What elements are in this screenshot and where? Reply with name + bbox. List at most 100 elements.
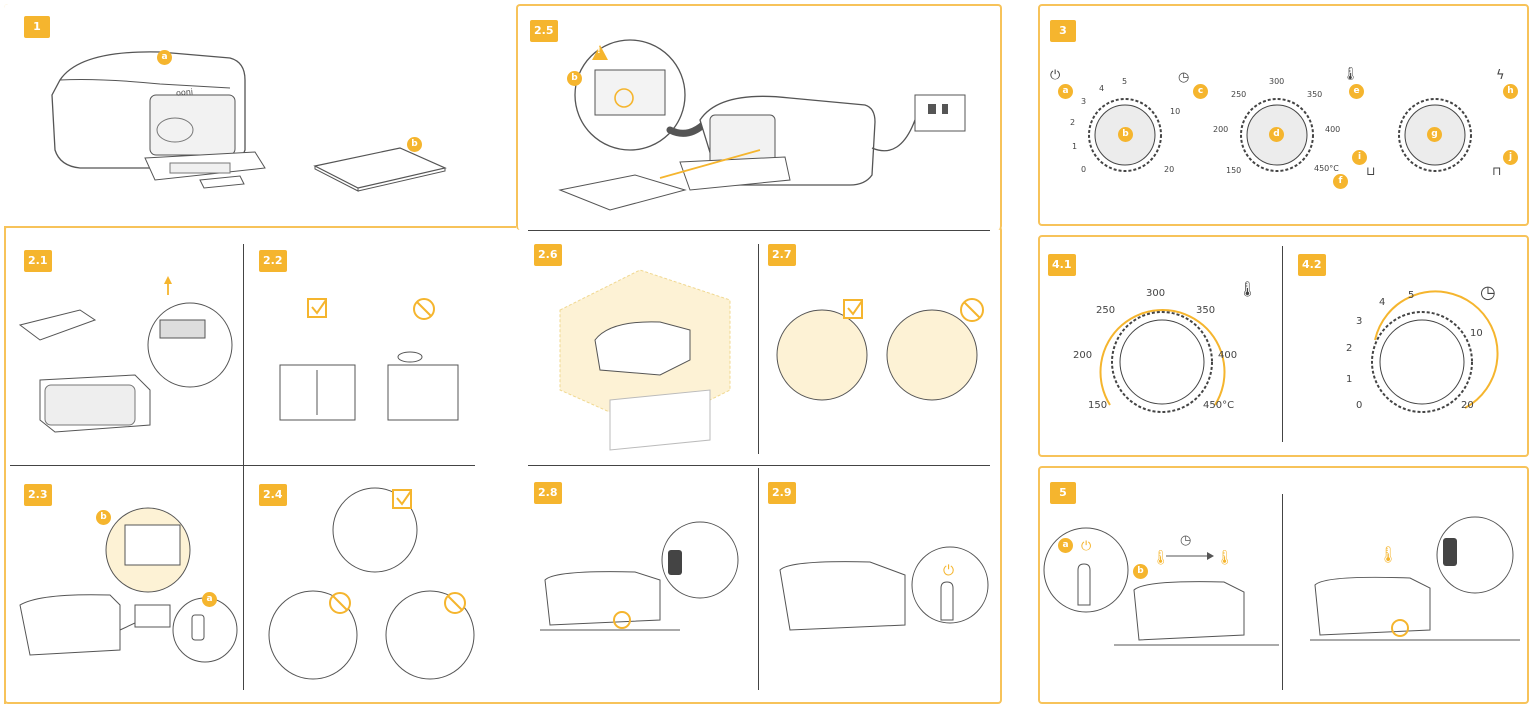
step-badge-2-2: 2.2 bbox=[259, 250, 287, 272]
top-heat-icon: ⊓ bbox=[1492, 164, 1502, 178]
step-badge-2-5: 2.5 bbox=[530, 20, 558, 42]
divider-v2 bbox=[758, 244, 759, 454]
temp-small-250: 250 bbox=[1231, 90, 1247, 99]
oven-illustration-step1 bbox=[51, 51, 266, 189]
temp-large-300: 300 bbox=[1146, 288, 1166, 299]
callout-b-stone-insert: b bbox=[567, 71, 582, 86]
callout-a-oven: a bbox=[157, 50, 172, 65]
plug-in-illustration bbox=[19, 507, 238, 663]
callout-j-dial: j bbox=[1503, 150, 1518, 165]
step-badge-1: 1 bbox=[24, 16, 50, 38]
callout-b-step5: b bbox=[1133, 564, 1148, 579]
callout-d-dial: d bbox=[1269, 127, 1284, 142]
temp-large-400: 400 bbox=[1218, 350, 1238, 361]
svg-text:🌡: 🌡 bbox=[1216, 550, 1234, 566]
timer-large-5: 5 bbox=[1408, 290, 1415, 301]
temp-small-450: 450°C bbox=[1314, 164, 1339, 173]
timer-small-1: 1 bbox=[1072, 142, 1078, 151]
callout-e-dial: e bbox=[1349, 84, 1364, 99]
svg-text:🌡: 🌡 bbox=[1152, 550, 1170, 566]
step-badge-2-9: 2.9 bbox=[768, 482, 796, 504]
temp-large-350: 350 bbox=[1196, 305, 1216, 316]
timer-small-0: 0 bbox=[1081, 165, 1087, 174]
frame-left-edge bbox=[4, 226, 6, 704]
temp-small-400: 400 bbox=[1325, 125, 1341, 134]
callout-f-dial: f bbox=[1333, 174, 1348, 189]
timer-small-4: 4 bbox=[1099, 84, 1105, 93]
callout-a-plug: a bbox=[202, 592, 217, 607]
step-badge-2-7: 2.7 bbox=[768, 244, 796, 266]
step-badge-3: 3 bbox=[1050, 20, 1076, 42]
pizza-stone-step1 bbox=[313, 147, 447, 192]
power-icon: ⏻ bbox=[1050, 68, 1061, 83]
temp-small-200: 200 bbox=[1213, 125, 1229, 134]
temp-small-350: 350 bbox=[1307, 90, 1323, 99]
frame-top-edge-2 bbox=[4, 226, 516, 228]
lightning-icon: ϟ bbox=[1496, 68, 1505, 83]
temperature-dial-large bbox=[1099, 309, 1226, 413]
timer-large-1: 1 bbox=[1346, 374, 1353, 385]
svg-text:◷: ◷ bbox=[1180, 533, 1191, 548]
callout-b-dial: b bbox=[1118, 127, 1133, 142]
timer-dial-large bbox=[1371, 290, 1499, 413]
thermometer-icon-large: 🌡 bbox=[1238, 280, 1258, 298]
timer-large-3: 3 bbox=[1356, 316, 1363, 327]
surface-level-illustration bbox=[776, 298, 984, 401]
divider-v3 bbox=[758, 468, 759, 690]
step-badge-2-4: 2.4 bbox=[259, 484, 287, 506]
divider-h1 bbox=[10, 465, 475, 466]
divider-v1 bbox=[243, 244, 244, 690]
step-badge-4-2: 4.2 bbox=[1298, 254, 1326, 276]
timer-icon-large: ◷ bbox=[1480, 282, 1496, 303]
thermometer-icon: 🌡 bbox=[1342, 67, 1359, 82]
preheat-illustration: ⏻ 🌡 ◷ 🌡 bbox=[1043, 527, 1279, 646]
timer-small-2: 2 bbox=[1070, 118, 1076, 127]
back-switch-illustration bbox=[540, 521, 739, 631]
timer-large-10: 10 bbox=[1470, 328, 1483, 339]
temp-small-150: 150 bbox=[1226, 166, 1242, 175]
step-badge-2-8: 2.8 bbox=[534, 482, 562, 504]
temp-large-250: 250 bbox=[1096, 305, 1116, 316]
divider-v4 bbox=[1282, 246, 1283, 442]
temp-small-300: 300 bbox=[1269, 77, 1285, 86]
temp-large-450: 450°C bbox=[1203, 400, 1235, 411]
callout-g-dial: g bbox=[1427, 127, 1442, 142]
callout-c-dial: c bbox=[1193, 84, 1208, 99]
warning-icon: ! bbox=[597, 46, 601, 55]
divider-v5 bbox=[1282, 494, 1283, 690]
callout-i-dial: i bbox=[1352, 150, 1367, 165]
step-badge-4-1: 4.1 bbox=[1048, 254, 1076, 276]
divider-h2 bbox=[528, 465, 990, 466]
timer-small-3: 3 bbox=[1081, 97, 1087, 106]
cord-routing-illustration bbox=[268, 487, 475, 680]
step-badge-2-3: 2.3 bbox=[24, 484, 52, 506]
temp-large-150: 150 bbox=[1088, 400, 1108, 411]
power-on-illustration: ⏻ bbox=[779, 546, 989, 631]
timer-icon: ◷ bbox=[1178, 70, 1190, 85]
counter-placement-illustration bbox=[279, 298, 459, 421]
bottom-heat-icon: ⊔ bbox=[1366, 164, 1376, 178]
svg-text:🌡: 🌡 bbox=[1378, 545, 1398, 564]
timer-large-2: 2 bbox=[1346, 343, 1353, 354]
divider-h-top bbox=[528, 230, 990, 231]
timer-small-5: 5 bbox=[1122, 77, 1128, 86]
step-badge-2-1: 2.1 bbox=[24, 250, 52, 272]
callout-h-dial: h bbox=[1503, 84, 1518, 99]
callout-a-step5: a bbox=[1058, 538, 1073, 553]
timer-large-0: 0 bbox=[1356, 400, 1363, 411]
timer-small-10: 10 bbox=[1170, 107, 1181, 116]
step-badge-5: 5 bbox=[1050, 482, 1076, 504]
timer-small-20: 20 bbox=[1164, 165, 1175, 174]
step-badge-2-6: 2.6 bbox=[534, 244, 562, 266]
switch-off-illustration: 🌡 bbox=[1310, 516, 1520, 641]
callout-a-dial: a bbox=[1058, 84, 1073, 99]
timer-large-4: 4 bbox=[1379, 297, 1386, 308]
callout-b-stone: b bbox=[407, 137, 422, 152]
svg-text:⏻: ⏻ bbox=[943, 563, 954, 579]
svg-text:⏻: ⏻ bbox=[1081, 539, 1091, 554]
oven-stone-insert-illustration bbox=[558, 39, 966, 211]
timer-large-20: 20 bbox=[1461, 400, 1474, 411]
unboxing-illustration bbox=[18, 276, 233, 433]
clearance-illustration bbox=[559, 269, 731, 451]
callout-b-plug: b bbox=[96, 510, 111, 525]
